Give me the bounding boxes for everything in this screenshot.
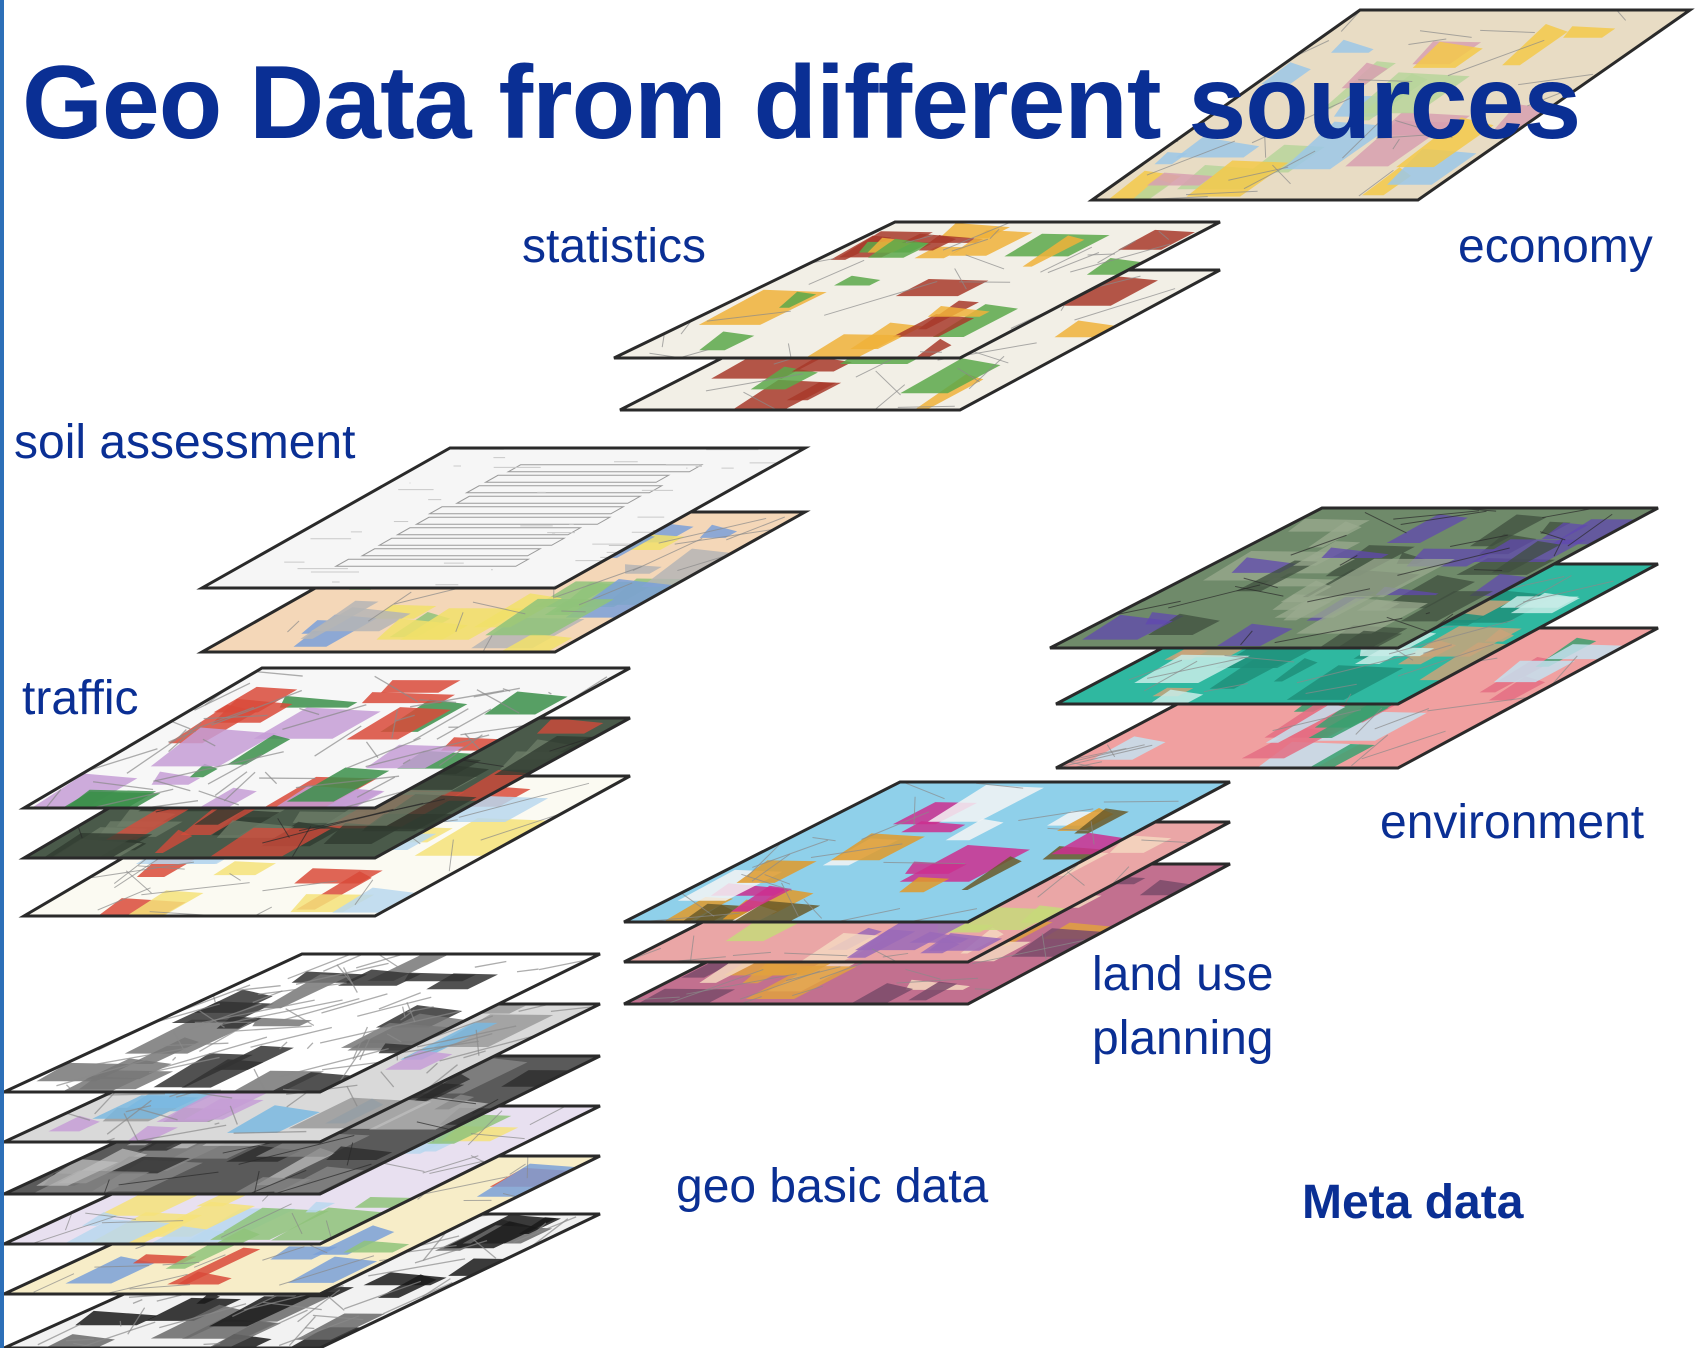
label-economy: economy (1458, 220, 1653, 273)
layer-stack-soil-assessment (196, 446, 811, 654)
layer-stack-traffic (18, 666, 631, 918)
map-layer-economy-1 (1087, 8, 1695, 202)
layer-stack-land-use-planning (623, 780, 1231, 1006)
label-geo-basic-data: geo basic data (676, 1160, 989, 1213)
label-soil-assessment: soil assessment (14, 416, 356, 469)
label-environment: environment (1380, 796, 1645, 849)
map-layer-environment-1 (1049, 506, 1659, 650)
map-layer-statistics-1 (613, 220, 1221, 360)
label-traffic: traffic (22, 672, 139, 725)
left-edge-strip (0, 0, 4, 1348)
label-statistics: statistics (522, 220, 707, 273)
map-layer-land-use-planning-1 (623, 780, 1231, 924)
map-layer-traffic-1 (18, 666, 631, 810)
map-layer-geo-basic-data-1 (3, 952, 601, 1094)
map-layer-soil-assessment-1 (196, 446, 811, 590)
layer-stack-statistics (613, 220, 1221, 412)
layer-stack-geo-basic-data (3, 952, 601, 1348)
label-land-use-line2: planning (1092, 1012, 1274, 1065)
layer-stack-economy (1087, 8, 1695, 202)
layer-stack-environment (1049, 506, 1659, 770)
label-land-use-line1: land use (1092, 948, 1274, 1001)
label-meta-data: Meta data (1302, 1176, 1524, 1229)
page-title: Geo Data from different sources (22, 45, 1581, 161)
